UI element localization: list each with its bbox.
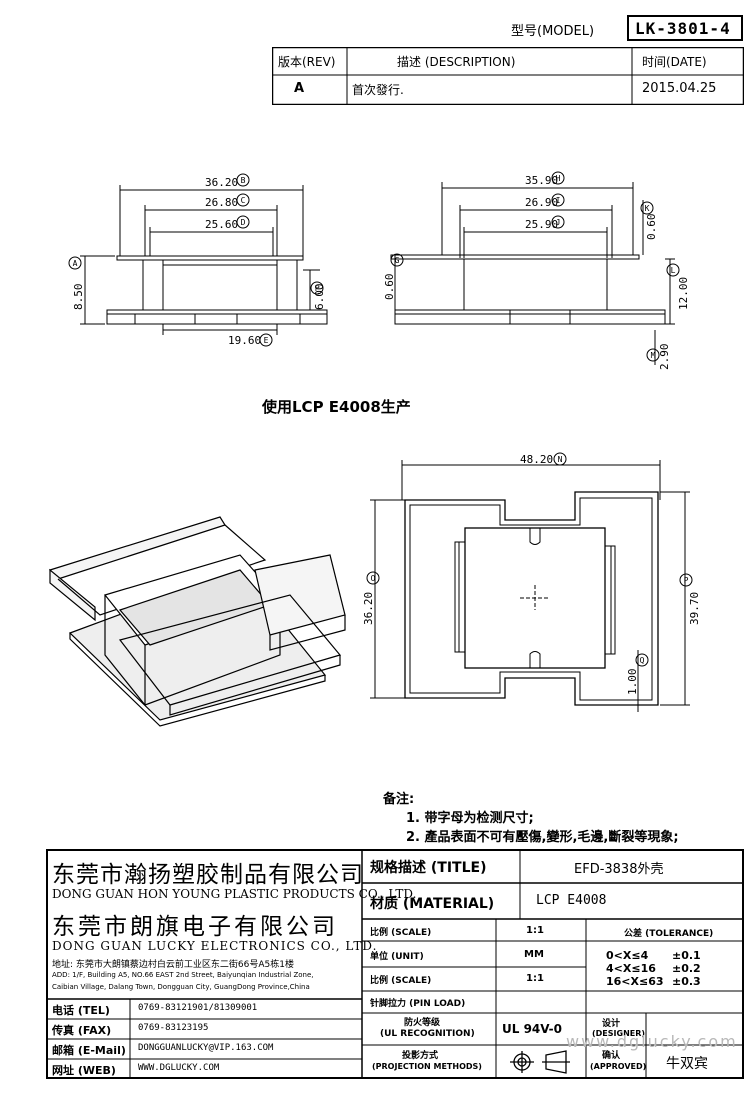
designer-label-en: (DESIGNER) (592, 1029, 646, 1038)
company-address-cn: 地址: 东莞市大朗镇蔡边村白云前工业区东二街66号A5栋1楼 (52, 960, 294, 970)
pin-load-label: 针脚拉力 (PIN LOAD) (370, 999, 466, 1009)
balloon-n: N (558, 455, 563, 464)
balloon-i: I (556, 196, 561, 205)
dim-2-90: 2.90 (658, 344, 671, 371)
email-label: 邮箱 (E-Mail) (52, 1044, 126, 1057)
ul-label-en: (UL RECOGNITION) (380, 1029, 475, 1039)
dim-12-00: 12.00 (677, 277, 690, 310)
tel-label: 电话 (TEL) (52, 1004, 110, 1017)
projection-label-en: (PROJECTION METHODS) (372, 1062, 482, 1071)
title-block: 东莞市瀚扬塑胶制品有限公司 DONG GUAN HON YOUNG PLASTI… (46, 849, 744, 1079)
balloon-b: B (241, 176, 246, 185)
web-value: WWW.DGLUCKY.COM (138, 1063, 220, 1073)
side-view-left: 36.20 26.80 25.60 19.60 8.50 6.00 B C D … (68, 173, 328, 347)
notes-title: 备注: (383, 792, 415, 807)
balloon-p: P (684, 576, 689, 585)
balloon-m: M (651, 351, 656, 360)
balloon-c: C (241, 196, 246, 205)
fax-value: 0769-83123195 (138, 1023, 209, 1033)
balloon-k: K (645, 204, 650, 213)
scale-label: 比例 (SCALE) (370, 928, 432, 938)
rev-value: A (294, 81, 305, 96)
balloon-h: H (556, 174, 561, 183)
scale2-value: 1:1 (526, 973, 544, 984)
dim-36-20-top: 36.20 (362, 592, 375, 625)
company-address-en-1: ADD: 1/F, Building A5, NO.66 EAST 2nd St… (52, 971, 314, 979)
tol-range-3: 16<X≤63 (606, 975, 664, 988)
material-value: LCP E4008 (536, 893, 607, 908)
company-address-en-2: Caibian Village, Dalang Town, Dongguan C… (52, 983, 310, 991)
unit-label: 单位 (UNIT) (370, 952, 424, 962)
dim-26-90: 26.90 (525, 196, 558, 209)
dim-25-90: 25.90 (525, 218, 558, 231)
tel-value: 0769-83121901/81309001 (138, 1003, 258, 1013)
dim-48-20: 48.20 (520, 453, 553, 466)
tol-range-2: 4<X≤16 (606, 962, 656, 975)
company-name-cn-1: 东莞市瀚扬塑胶制品有限公司 (52, 862, 364, 888)
revision-table: 版本(REV) 描述 (DESCRIPTION) 时间(DATE) A 首次發行… (272, 47, 744, 105)
balloon-g: G (395, 256, 400, 265)
side-view-right: 35.90 26.90 25.90 0.60 0.60 12.00 2.90 H… (383, 171, 690, 371)
dim-36-20: 36.20 (205, 176, 238, 189)
approver-name: 牛双宾 (666, 1056, 708, 1072)
desc-value: 首次發行. (352, 83, 404, 97)
web-label: 网址 (WEB) (52, 1064, 116, 1077)
balloon-l: L (671, 266, 676, 275)
tol-value-2: ±0.2 (672, 962, 701, 975)
tol-value-1: ±0.1 (672, 949, 701, 962)
dim-8-50: 8.50 (72, 284, 85, 311)
title-value: EFD-3838外壳 (574, 862, 664, 877)
dim-left-0-60: 0.60 (383, 274, 396, 301)
company-name-cn-2: 东莞市朗旗电子有限公司 (52, 914, 338, 940)
dim-39-70: 39.70 (688, 592, 700, 625)
scale-value: 1:1 (526, 925, 544, 936)
dim-plate-0-60: 0.60 (645, 214, 658, 241)
balloon-d: D (241, 218, 246, 227)
ul-label-cn: 防火等级 (404, 1018, 441, 1028)
dim-26-80: 26.80 (205, 196, 238, 209)
title-label: 规格描述 (TITLE) (370, 860, 487, 876)
date-value: 2015.04.25 (642, 81, 717, 96)
company-name-en-2: DONG GUAN LUCKY ELECTRONICS CO., LTD. (52, 939, 378, 953)
approved-label-cn: 确认 (602, 1051, 621, 1061)
ul-value: UL 94V-0 (502, 1022, 563, 1036)
dim-25-60: 25.60 (205, 218, 238, 231)
watermark: www.dglucky.com (566, 1032, 738, 1051)
balloon-e: E (264, 336, 269, 345)
material-note: 使用LCP E4008生产 (262, 398, 411, 416)
balloon-o: O (371, 574, 376, 583)
note-2: 2. 產品表面不可有壓傷,變形,毛邊,斷裂等現象; (406, 830, 679, 845)
dim-19-60: 19.60 (228, 334, 261, 347)
tolerance-label: 公差 (TOLERANCE) (624, 929, 714, 939)
dim-6-00: 6.00 (313, 284, 326, 311)
top-view: 48.20 36.20 39.70 1.00 N O P Q (362, 452, 700, 712)
note-1: 1. 带字母为检测尺寸; (406, 811, 534, 826)
rev-header: 版本(REV) (278, 55, 336, 69)
isometric-view (48, 516, 346, 727)
scale2-label: 比例 (SCALE) (370, 976, 432, 986)
dim-1-00: 1.00 (626, 669, 639, 696)
dim-35-90: 35.90 (525, 174, 558, 187)
tol-value-3: ±0.3 (672, 975, 701, 988)
material-label: 材质 (MATERIAL) (370, 896, 495, 912)
approved-label-en: (APPROVED) (590, 1062, 647, 1071)
projection-label-cn: 投影方式 (402, 1051, 439, 1061)
tol-range-1: 0<X≤4 (606, 949, 649, 962)
balloon-q: Q (640, 656, 645, 665)
company-name-en-1: DONG GUAN HON YOUNG PLASTIC PRODUCTS CO.… (52, 887, 417, 901)
desc-header: 描述 (DESCRIPTION) (397, 55, 516, 69)
balloon-f: F (315, 284, 320, 293)
model-box: LK-3801-4 (627, 15, 743, 41)
balloon-j: J (556, 218, 561, 227)
email-value: DONGGUANLUCKY@VIP.163.COM (138, 1043, 274, 1053)
projection-symbol-icon (510, 1050, 570, 1074)
designer-label-cn: 设计 (602, 1019, 621, 1029)
fax-label: 传真 (FAX) (52, 1024, 112, 1037)
date-header: 时间(DATE) (642, 55, 707, 69)
balloon-a: A (73, 259, 78, 268)
unit-value: MM (524, 949, 544, 960)
model-label: 型号(MODEL) (511, 24, 595, 39)
model-number: LK-3801-4 (635, 19, 731, 38)
